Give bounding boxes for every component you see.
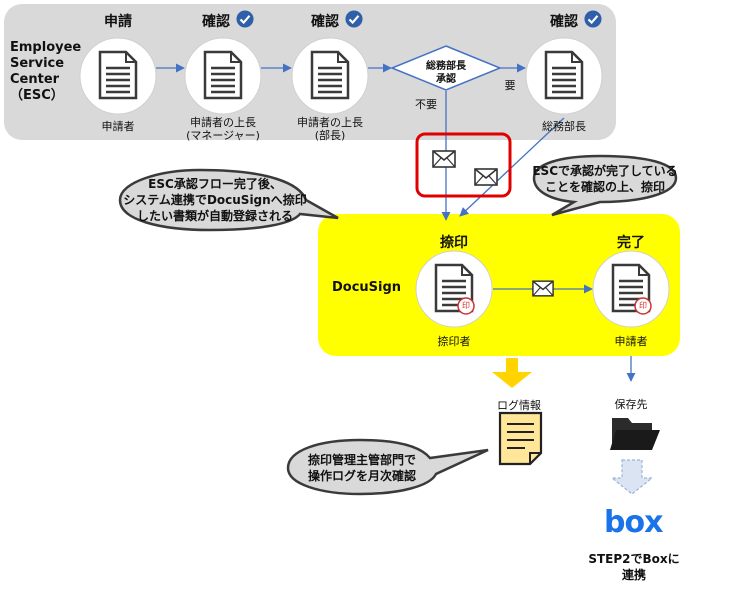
step-label-4: 総務部長 — [542, 120, 586, 133]
docusign-title: DocuSign — [332, 280, 402, 295]
storage-label: 保存先 — [614, 398, 648, 411]
step2-line2: 連携 — [621, 568, 647, 582]
esc-title-line4: （ESC） — [10, 88, 64, 103]
envelope-icon — [532, 280, 554, 297]
check-icon — [584, 10, 602, 28]
seal-heading: 捺印 — [440, 235, 468, 251]
done-label: 申請者 — [614, 335, 648, 348]
left-bubble-line2: システム連携でDocuSignへ捺印 — [123, 193, 307, 207]
log-note-icon — [498, 411, 543, 466]
envelope-icon — [432, 150, 456, 168]
box-logo: box — [604, 505, 663, 540]
bottom-bubble-line1: 捺印管理主管部門で — [307, 453, 417, 467]
right-bubble — [532, 154, 678, 217]
done-stamp-glyph: 印 — [639, 301, 647, 310]
step-heading-2: 確認 — [202, 14, 230, 30]
check-icon — [236, 10, 254, 28]
yes-label: 要 — [504, 79, 516, 92]
step2-line1: STEP2でBoxに — [588, 552, 680, 566]
right-bubble-line2: ことを確認の上、捺印 — [544, 180, 666, 194]
step-label-2b: (マネージャー) — [186, 129, 260, 142]
right-bubble-line1: ESCで承認が完了している — [532, 164, 678, 178]
right-bubble-text: ESCで承認が完了している ことを確認の上、捺印 — [532, 163, 677, 195]
decision-line2: 承認 — [436, 74, 456, 85]
esc-title: Employee Service Center （ESC） — [10, 40, 81, 104]
step-label-2: 申請者の上長 — [190, 116, 256, 129]
folder-icon — [610, 418, 660, 450]
step-circle-2 — [184, 37, 262, 115]
box-arrow — [610, 459, 654, 495]
check-icon — [345, 10, 363, 28]
bottom-bubble — [286, 438, 489, 496]
esc-title-line3: Center — [10, 72, 60, 87]
left-bubble-text: ESC承認フロー完了後、 システム連携でDocuSignへ捺印 したい書類が自動… — [123, 176, 306, 224]
step-circle-3 — [291, 37, 369, 115]
seal-label: 捺印者 — [437, 335, 471, 348]
step-label-1: 申請者 — [101, 120, 135, 133]
bottom-bubble-line2: 操作ログを月次確認 — [307, 469, 417, 483]
step-heading-4: 確認 — [550, 14, 578, 30]
esc-title-line1: Employee — [10, 40, 82, 55]
left-bubble — [118, 168, 339, 232]
esc-title-line2: Service — [10, 56, 65, 71]
seal-stamp-glyph: 印 — [462, 301, 470, 310]
bottom-bubble-text: 捺印管理主管部門で 操作ログを月次確認 — [308, 452, 416, 484]
step-circle-4 — [525, 37, 603, 115]
step-heading-1: 申請 — [104, 14, 132, 30]
highlight-box — [415, 132, 512, 198]
log-label: ログ情報 — [497, 399, 541, 412]
step-heading-3: 確認 — [311, 14, 339, 30]
decision-diamond — [390, 45, 502, 91]
envelope-icon — [474, 168, 498, 186]
done-heading: 完了 — [617, 235, 645, 251]
step-circle-1 — [79, 37, 157, 115]
decision-line1: 総務部長 — [426, 61, 466, 72]
step-label-3: 申請者の上長 — [297, 116, 363, 129]
done-circle — [592, 250, 670, 328]
log-arrow — [492, 358, 532, 388]
no-label: 不要 — [415, 98, 437, 111]
seal-circle — [415, 250, 493, 328]
step-label-3b: (部長) — [314, 129, 346, 142]
left-bubble-line1: ESC承認フロー完了後、 — [148, 177, 282, 191]
arrow-general — [459, 117, 565, 217]
left-bubble-line3: したい書類が自動登録される — [136, 209, 293, 223]
